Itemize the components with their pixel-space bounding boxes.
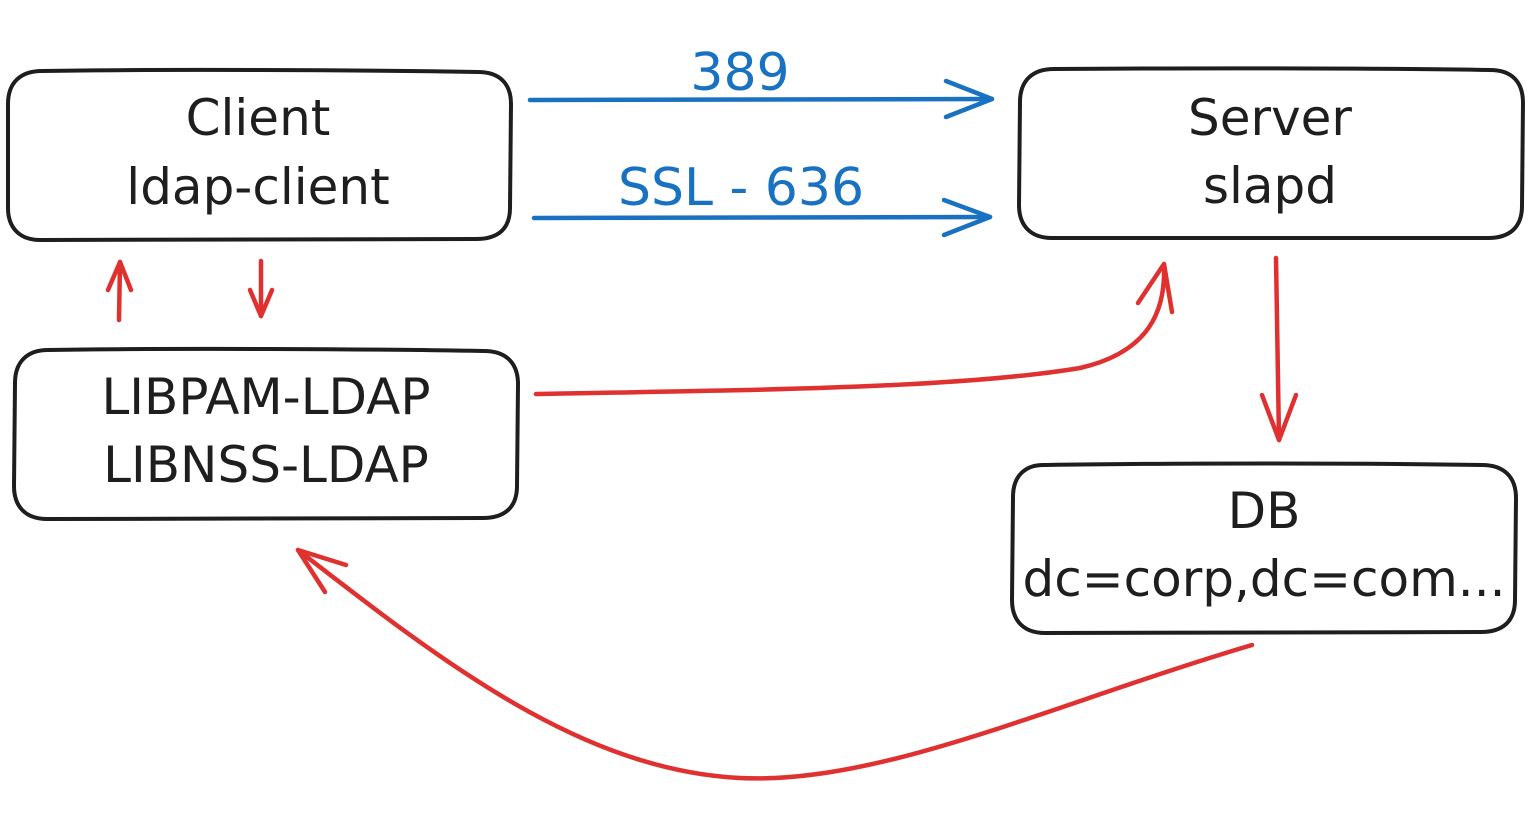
edge-db-to-libs-line bbox=[295, 547, 1255, 781]
node-db-subtitle: dc=corp,dc=com... bbox=[1023, 550, 1506, 608]
edge-server-to-db[interactable] bbox=[1259, 255, 1299, 443]
edge-libs-to-client[interactable] bbox=[105, 259, 134, 323]
edge-db-to-libs[interactable] bbox=[295, 547, 1255, 781]
node-db[interactable]: DB dc=corp,dc=com... bbox=[1010, 461, 1518, 635]
node-server-subtitle: slapd bbox=[1203, 157, 1337, 215]
edge-port-ssl[interactable]: SSL - 636 bbox=[531, 158, 993, 238]
node-client-box bbox=[6, 67, 513, 242]
edge-libs-to-client-line bbox=[116, 259, 123, 323]
edge-port-389-arrowhead bbox=[943, 78, 995, 120]
node-db-box bbox=[1010, 461, 1518, 635]
edge-libs-to-server-line bbox=[533, 261, 1167, 397]
edge-client-to-libs-arrowhead bbox=[247, 287, 275, 319]
node-libs[interactable]: LIBPAM-LDAP LIBNSS-LDAP bbox=[12, 346, 520, 521]
edge-port-389-line bbox=[527, 96, 995, 103]
edge-client-to-libs[interactable] bbox=[247, 258, 275, 319]
node-libs-subtitle: LIBNSS-LDAP bbox=[103, 436, 429, 494]
node-libs-title: LIBPAM-LDAP bbox=[101, 368, 430, 426]
edge-libs-to-client-arrowhead bbox=[105, 259, 134, 293]
edge-db-to-libs-arrowhead bbox=[295, 547, 349, 595]
node-server[interactable]: Server slapd bbox=[1017, 66, 1525, 240]
node-db-title: DB bbox=[1228, 482, 1301, 540]
node-server-title: Server bbox=[1188, 89, 1352, 147]
node-client[interactable]: Client ldap-client bbox=[6, 67, 513, 242]
edge-libs-to-server-arrowhead bbox=[1135, 261, 1175, 315]
edge-port-ssl-label: SSL - 636 bbox=[618, 158, 864, 218]
node-client-title: Client bbox=[186, 89, 331, 147]
edge-port-ssl-arrowhead bbox=[941, 197, 993, 238]
edge-server-to-db-arrowhead bbox=[1259, 392, 1299, 443]
edge-port-ssl-line bbox=[531, 214, 993, 221]
edge-server-to-db-line bbox=[1273, 255, 1282, 443]
edge-port-389[interactable]: 389 bbox=[527, 43, 995, 120]
node-client-subtitle: ldap-client bbox=[126, 158, 389, 216]
edge-libs-to-server[interactable] bbox=[533, 261, 1175, 397]
edge-port-389-label: 389 bbox=[690, 43, 789, 103]
node-server-box bbox=[1017, 66, 1525, 240]
node-libs-box bbox=[12, 346, 520, 521]
